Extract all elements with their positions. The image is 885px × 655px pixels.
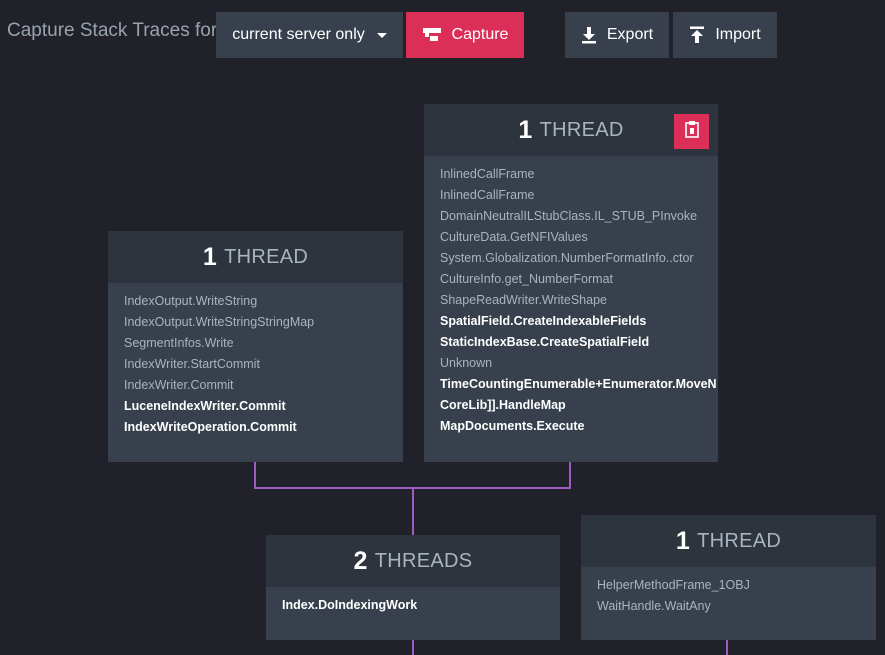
stack-frame: IndexWriter.StartCommit xyxy=(124,357,260,371)
download-icon xyxy=(581,26,597,44)
stack-frame: ShapeReadWriter.WriteShape xyxy=(440,293,607,307)
import-button[interactable]: Import xyxy=(673,12,777,58)
thread-count: 1 xyxy=(202,242,218,271)
card-header: 1 THREAD xyxy=(424,104,718,156)
card-header: 1 THREAD xyxy=(108,231,403,283)
export-button[interactable]: Export xyxy=(565,12,669,58)
export-label: Export xyxy=(606,26,654,43)
stack-frame: SegmentInfos.Write xyxy=(124,336,234,350)
stack-frame: StaticIndexBase.CreateSpatialField xyxy=(440,335,650,349)
server-select[interactable]: current server only xyxy=(216,12,403,58)
stack-frame: System.Globalization.NumberFormatInfo..c… xyxy=(440,251,694,265)
stack-frame: InlinedCallFrame xyxy=(440,167,535,181)
caret-down-icon xyxy=(376,32,387,38)
stack-frame: IndexWriteOperation.Commit xyxy=(124,420,297,434)
thread-count: 1 xyxy=(675,526,691,555)
thread-unit: THREAD xyxy=(224,245,309,268)
thread-unit: THREADS xyxy=(374,549,473,572)
stack-frame: IndexOutput.WriteStringStringMap xyxy=(124,315,315,329)
thread-unit: THREAD xyxy=(697,529,782,552)
stack-frame: Unknown xyxy=(440,356,493,370)
stack-frame: CoreLib]].HandleMap xyxy=(440,398,566,412)
capture-label-text: Capture xyxy=(451,26,509,43)
stack-frames: HelperMethodFrame_1OBJ WaitHandle.WaitAny xyxy=(581,567,876,617)
stack-frame: IndexOutput.WriteString xyxy=(124,294,258,308)
stack-frame: Index.DoIndexingWork xyxy=(282,598,418,612)
stack-frame: IndexWriter.Commit xyxy=(124,378,234,392)
stack-frames: Index.DoIndexingWork xyxy=(266,587,560,616)
thread-count: 1 xyxy=(518,115,533,144)
stack-frame: InlinedCallFrame xyxy=(440,188,535,202)
stack-frame: LuceneIndexWriter.Commit xyxy=(124,399,286,413)
connector-left xyxy=(254,462,571,489)
stack-frame: TimeCountingEnumerable+Enumerator.MoveN xyxy=(440,377,717,391)
stack-frame: CultureInfo.get_NumberFormat xyxy=(440,272,613,286)
stack-frame: HelperMethodFrame_1OBJ xyxy=(597,578,750,592)
copy-stack-button[interactable] xyxy=(674,114,709,149)
upload-icon xyxy=(689,26,705,44)
card-header: 2 THREADS xyxy=(266,535,560,587)
thread-card: 2 THREADS Index.DoIndexingWork xyxy=(266,535,560,640)
stack-frame: CultureData.GetNFIValues xyxy=(440,230,588,244)
capture-icon xyxy=(422,27,442,43)
stack-frame: MapDocuments.Execute xyxy=(440,419,585,433)
capture-label: Capture Stack Traces for: xyxy=(7,20,223,41)
thread-unit: THREAD xyxy=(539,118,624,141)
server-select-value: current server only xyxy=(232,26,365,43)
thread-count: 2 xyxy=(353,546,368,575)
import-label: Import xyxy=(715,26,761,43)
card-header: 1 THREAD xyxy=(581,515,876,567)
capture-button[interactable]: Capture xyxy=(406,12,524,58)
stack-frame: SpatialField.CreateIndexableFields xyxy=(440,314,647,328)
thread-card: 1 THREAD HelperMethodFrame_1OBJ WaitHandl… xyxy=(581,515,876,640)
stack-frame: WaitHandle.WaitAny xyxy=(597,599,711,613)
clipboard-icon xyxy=(684,120,700,144)
stack-frame: DomainNeutralILStubClass.IL_STUB_PInvoke xyxy=(440,209,698,223)
